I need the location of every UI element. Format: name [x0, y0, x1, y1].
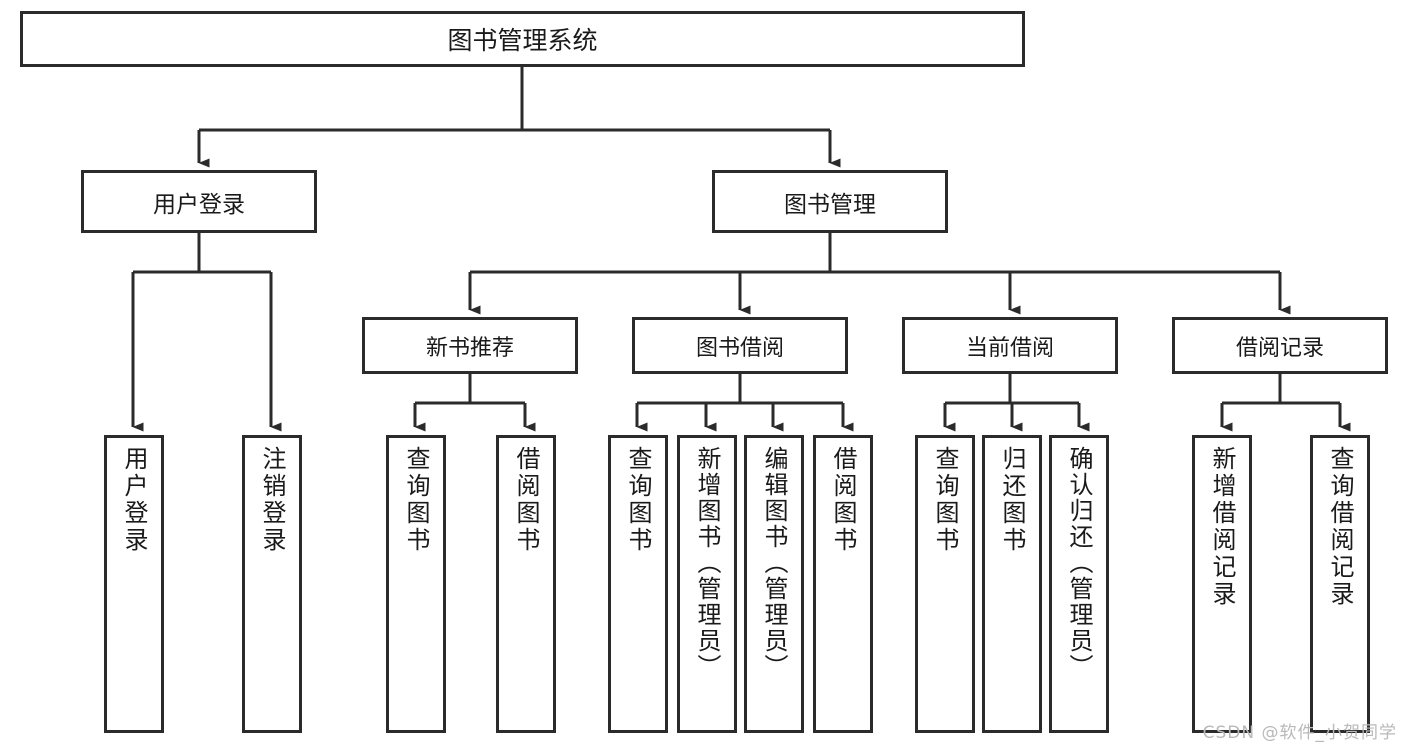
leaf-query-book-2[interactable]: 查询图书: [608, 435, 668, 733]
leaf-confirm-return-label: 确认归还（管理员）: [1065, 446, 1093, 680]
leaf-user-login[interactable]: 用户登录: [104, 435, 164, 733]
node-borrow-record[interactable]: 借阅记录: [1172, 317, 1388, 374]
node-root-label: 图书管理系统: [447, 26, 598, 55]
leaf-return-book-label: 归还图书: [998, 446, 1026, 554]
node-book-borrow[interactable]: 图书借阅: [632, 317, 848, 374]
node-book-manage-label: 图书管理: [784, 191, 876, 218]
leaf-edit-book[interactable]: 编辑图书（管理员）: [744, 435, 804, 733]
node-borrow-record-label: 借阅记录: [1235, 335, 1324, 361]
leaf-add-record[interactable]: 新增借阅记录: [1192, 435, 1252, 733]
leaf-confirm-return[interactable]: 确认归还（管理员）: [1049, 435, 1109, 733]
leaf-add-book[interactable]: 新增图书（管理员）: [677, 435, 737, 733]
node-current-borrow[interactable]: 当前借阅: [902, 317, 1118, 374]
leaf-add-record-label: 新增借阅记录: [1208, 446, 1236, 608]
node-current-borrow-label: 当前借阅: [965, 335, 1054, 361]
leaf-user-logout-label: 注销登录: [258, 446, 286, 554]
leaf-user-login-label: 用户登录: [120, 446, 148, 554]
node-user-login-label: 用户登录: [153, 191, 245, 218]
leaf-borrow-book-1[interactable]: 借阅图书: [496, 435, 556, 733]
node-root[interactable]: 图书管理系统: [20, 11, 1025, 67]
leaf-query-book-1-label: 查询图书: [402, 446, 430, 554]
leaf-query-book-3[interactable]: 查询图书: [915, 435, 975, 733]
leaf-query-book-3-label: 查询图书: [931, 446, 959, 554]
leaf-query-record-label: 查询借阅记录: [1326, 446, 1354, 608]
csdn-watermark: CSDN @软件_小贺同学: [1202, 723, 1397, 743]
leaf-query-book-2-label: 查询图书: [624, 446, 652, 554]
node-book-manage[interactable]: 图书管理: [712, 170, 948, 233]
leaf-return-book[interactable]: 归还图书: [982, 435, 1042, 733]
node-new-book-recommend[interactable]: 新书推荐: [362, 317, 578, 374]
leaf-query-record[interactable]: 查询借阅记录: [1310, 435, 1370, 733]
leaf-edit-book-label: 编辑图书（管理员）: [760, 446, 788, 680]
leaf-add-book-label: 新增图书（管理员）: [693, 446, 721, 680]
leaf-borrow-book-2[interactable]: 借阅图书: [813, 435, 873, 733]
node-book-borrow-label: 图书借阅: [695, 335, 784, 361]
node-new-book-recommend-label: 新书推荐: [425, 335, 514, 361]
leaf-user-logout[interactable]: 注销登录: [242, 435, 302, 733]
leaf-borrow-book-2-label: 借阅图书: [829, 446, 857, 554]
node-user-login[interactable]: 用户登录: [81, 170, 317, 233]
leaf-borrow-book-1-label: 借阅图书: [512, 446, 540, 554]
leaf-query-book-1[interactable]: 查询图书: [386, 435, 446, 733]
